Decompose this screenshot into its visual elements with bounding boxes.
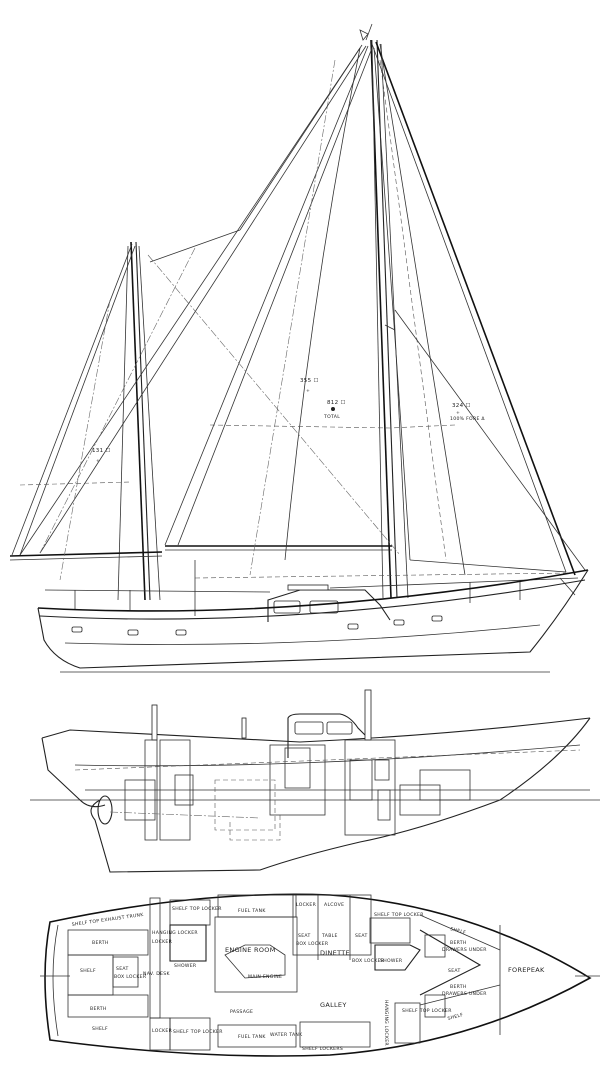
- fore-area: 324 ☐: [452, 402, 471, 409]
- svg-text:WATER TANK: WATER TANK: [270, 1032, 303, 1038]
- svg-text:LOCKER: LOCKER: [152, 939, 173, 945]
- mizzen-area: 131 ☐: [92, 447, 111, 454]
- svg-text:FUEL TANK: FUEL TANK: [238, 908, 266, 914]
- bulkheads: [74, 739, 581, 841]
- mainsail: [164, 45, 456, 576]
- shroud: [379, 43, 466, 576]
- hull-profile: [37, 569, 589, 673]
- svg-text:FUEL TANK: FUEL TANK: [238, 1034, 266, 1040]
- sail-plan: 131 ☐ + 355 ☐ + 812 ☐ TOTAL 324 ☐ + 100%…: [9, 23, 589, 673]
- svg-text:LOCKER: LOCKER: [152, 1028, 173, 1034]
- svg-text:BOX LOCKER: BOX LOCKER: [296, 941, 329, 947]
- mizzen-sail: [9, 243, 163, 581]
- svg-text:SHOWER: SHOWER: [174, 963, 197, 969]
- svg-text:SHELF TOP LOCKER: SHELF TOP LOCKER: [402, 1008, 452, 1014]
- svg-text:+: +: [96, 458, 100, 464]
- svg-text:TABLE: TABLE: [321, 933, 338, 939]
- prop-shaft: [109, 811, 261, 819]
- svg-text:MAIN ENGINE: MAIN ENGINE: [248, 974, 282, 980]
- svg-text:LOCKER: LOCKER: [296, 902, 317, 908]
- svg-text:PASSAGE: PASSAGE: [230, 1009, 253, 1015]
- svg-text:DINETTE: DINETTE: [320, 949, 350, 957]
- svg-text:SEAT: SEAT: [298, 933, 311, 939]
- svg-text:SHELF TOP LOCKER: SHELF TOP LOCKER: [374, 912, 424, 918]
- masthead-flag: [359, 23, 373, 41]
- mizzen-mast: [117, 241, 161, 601]
- svg-text:SHOWER: SHOWER: [380, 958, 403, 964]
- svg-text:BOX LOCKER: BOX LOCKER: [352, 958, 385, 964]
- sail-area-labels: 131 ☐ + 355 ☐ + 812 ☐ TOTAL 324 ☐ + 100%…: [92, 377, 485, 464]
- svg-text:SEAT: SEAT: [355, 933, 368, 939]
- svg-text:ALCOVE: ALCOVE: [324, 902, 344, 908]
- svg-text:SHELF: SHELF: [447, 1012, 464, 1022]
- centre-of-effort-marker: [331, 407, 335, 411]
- deckhouse: [194, 560, 391, 622]
- total-area: 812 ☐: [327, 399, 346, 406]
- propeller: [97, 795, 113, 825]
- svg-text:SHELF: SHELF: [449, 926, 466, 936]
- svg-text:HANGING LOCKER: HANGING LOCKER: [152, 930, 198, 936]
- svg-text:BOX LOCKER: BOX LOCKER: [114, 974, 147, 980]
- interior-walls: [67, 894, 501, 1051]
- svg-text:SHELF: SHELF: [80, 968, 96, 974]
- lifelines: [44, 577, 579, 610]
- svg-text:BERTH: BERTH: [450, 984, 467, 990]
- accommodation-plan: SHELF TOP EXHAUST TRUNK BERTH SHELF BERT…: [40, 893, 600, 1057]
- fore-label: 100% FORE Δ: [450, 416, 485, 422]
- svg-text:SHELF LOCKERS: SHELF LOCKERS: [302, 1046, 343, 1052]
- svg-text:HANGING LOCKER: HANGING LOCKER: [383, 1000, 389, 1046]
- svg-text:DRAWERS UNDER: DRAWERS UNDER: [442, 947, 487, 953]
- svg-text:+: +: [306, 388, 310, 394]
- svg-text:GALLEY: GALLEY: [320, 1001, 347, 1009]
- headsail: [194, 41, 576, 579]
- svg-text:BERTH: BERTH: [92, 940, 109, 946]
- svg-text:SEAT: SEAT: [448, 968, 461, 974]
- total-label: TOTAL: [323, 414, 340, 420]
- svg-text:+: +: [456, 410, 460, 416]
- portlights: [71, 615, 443, 636]
- inboard-profile: [30, 689, 600, 873]
- mizzen-staysail: [19, 44, 401, 556]
- svg-text:SEAT: SEAT: [116, 966, 129, 972]
- svg-text:SHELF TOP LOCKER: SHELF TOP LOCKER: [173, 1029, 223, 1035]
- svg-text:BERTH: BERTH: [90, 1006, 107, 1012]
- engine-outline: [229, 815, 281, 841]
- svg-text:SHELF: SHELF: [92, 1026, 108, 1032]
- svg-text:BERTH: BERTH: [450, 940, 467, 946]
- jumper-stay: [394, 309, 586, 571]
- main-area: 355 ☐: [300, 377, 319, 384]
- svg-text:ENGINE ROOM: ENGINE ROOM: [225, 946, 276, 954]
- svg-text:NAV. DESK: NAV. DESK: [143, 971, 171, 977]
- svg-text:SHELF TOP EXHAUST TRUNK: SHELF TOP EXHAUST TRUNK: [71, 912, 144, 928]
- main-mast: [370, 39, 409, 599]
- svg-text:DRAWERS UNDER: DRAWERS UNDER: [442, 991, 487, 997]
- svg-text:FOREPEAK: FOREPEAK: [508, 966, 545, 974]
- svg-text:SHELF TOP LOCKER: SHELF TOP LOCKER: [172, 906, 222, 912]
